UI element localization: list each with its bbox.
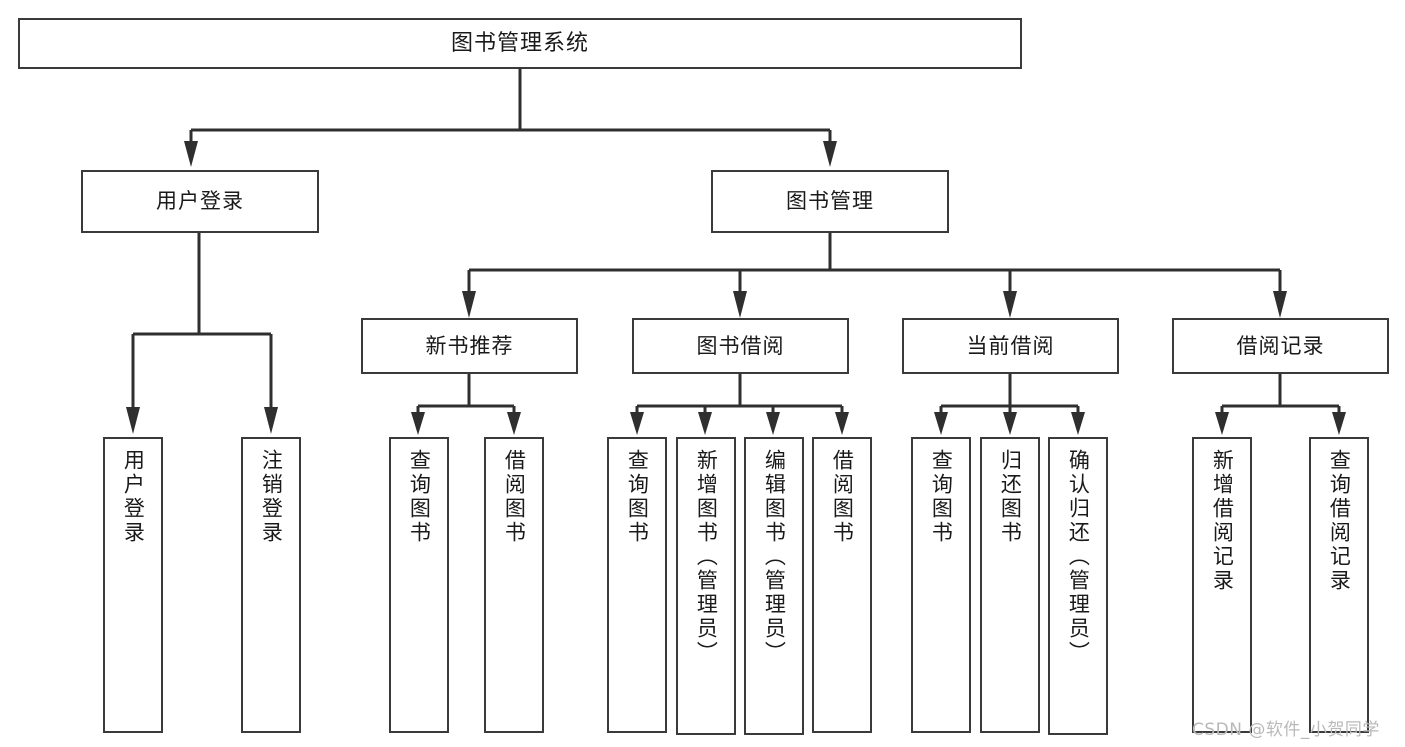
leaf-add-book[interactable]: 新增图书（管理员）: [676, 437, 736, 735]
node-book-manage-label: 图书管理: [786, 189, 874, 214]
leaf-query-record-label: 查询借阅记录: [1327, 449, 1352, 593]
node-new-book-recommend-label: 新书推荐: [425, 333, 514, 358]
leaf-edit-book-label: 编辑图书（管理员）: [762, 449, 787, 665]
leaf-borrow-book-2[interactable]: 借阅图书: [812, 437, 872, 733]
leaf-add-record-label: 新增借阅记录: [1210, 449, 1235, 593]
leaf-query-record[interactable]: 查询借阅记录: [1309, 437, 1369, 733]
node-borrow-record-label: 借阅记录: [1236, 333, 1325, 358]
node-root-label: 图书管理系统: [450, 30, 589, 56]
node-current-borrow[interactable]: 当前借阅: [902, 318, 1119, 374]
leaf-borrow-book-2-label: 借阅图书: [830, 449, 855, 545]
leaf-borrow-book-1-label: 借阅图书: [502, 449, 527, 545]
node-new-book-recommend[interactable]: 新书推荐: [361, 318, 578, 374]
leaf-query-book-1[interactable]: 查询图书: [389, 437, 449, 733]
leaf-user-login-label: 用户登录: [121, 449, 146, 545]
node-book-borrow-label: 图书借阅: [696, 333, 785, 358]
node-borrow-record[interactable]: 借阅记录: [1172, 318, 1389, 374]
leaf-query-book-3[interactable]: 查询图书: [911, 437, 971, 733]
leaf-borrow-book-1[interactable]: 借阅图书: [484, 437, 544, 733]
node-book-manage[interactable]: 图书管理: [711, 170, 949, 233]
leaf-query-book-2-label: 查询图书: [625, 449, 650, 545]
leaf-query-book-2[interactable]: 查询图书: [607, 437, 667, 733]
leaf-query-book-1-label: 查询图书: [407, 449, 432, 545]
leaf-user-login[interactable]: 用户登录: [103, 437, 163, 733]
leaf-return-book[interactable]: 归还图书: [980, 437, 1040, 733]
node-user-login[interactable]: 用户登录: [81, 170, 319, 233]
leaf-add-book-label: 新增图书（管理员）: [694, 449, 719, 665]
node-current-borrow-label: 当前借阅: [966, 333, 1055, 358]
leaf-logout-login-label: 注销登录: [259, 449, 284, 545]
watermark-text: CSDN @软件_小贺同学: [1192, 720, 1380, 740]
leaf-confirm-return[interactable]: 确认归还（管理员）: [1048, 437, 1108, 735]
node-root[interactable]: 图书管理系统: [18, 18, 1022, 69]
node-book-borrow[interactable]: 图书借阅: [632, 318, 849, 374]
leaf-logout-login[interactable]: 注销登录: [241, 437, 301, 733]
leaf-query-book-3-label: 查询图书: [929, 449, 954, 545]
leaf-confirm-return-label: 确认归还（管理员）: [1066, 449, 1091, 665]
leaf-return-book-label: 归还图书: [998, 449, 1023, 545]
leaf-edit-book[interactable]: 编辑图书（管理员）: [744, 437, 804, 735]
node-user-login-label: 用户登录: [156, 189, 244, 214]
leaf-add-record[interactable]: 新增借阅记录: [1192, 437, 1252, 733]
